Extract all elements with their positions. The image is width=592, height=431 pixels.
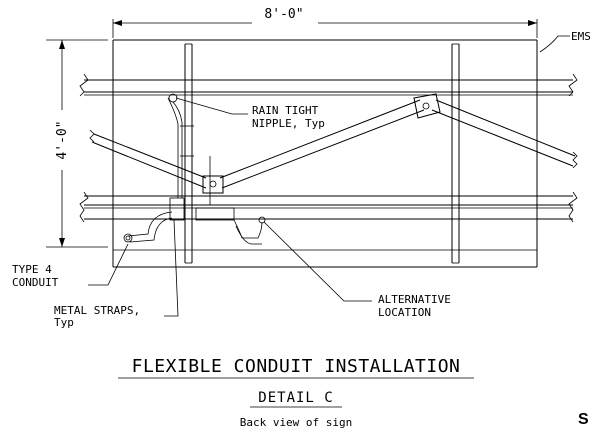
main-title: FLEXIBLE CONDUIT INSTALLATION (132, 356, 461, 377)
metal-straps-label-1: METAL STRAPS, (54, 304, 140, 317)
type4-leader (88, 243, 129, 286)
sheet-mark: S (578, 411, 589, 428)
alternative-label-1: ALTERNATIVE (378, 293, 451, 306)
metal-straps-leader (164, 219, 179, 317)
metal-straps-label-2: Typ (54, 316, 74, 329)
width-dimension (112, 19, 538, 38)
alternative-leader (263, 221, 372, 302)
left-post (184, 43, 193, 264)
subtitle: Back view of sign (240, 416, 353, 429)
type4-label-1: TYPE 4 (12, 263, 52, 276)
height-dimension-label: 4'-0" (55, 120, 70, 159)
conduit-run (123, 93, 266, 245)
rain-tight-leader (175, 97, 248, 115)
lower-rail (79, 191, 578, 223)
upper-rail (79, 73, 578, 97)
width-dimension-label: 8'-0" (264, 7, 303, 22)
ems-leader (539, 35, 570, 53)
bracket-plates (202, 93, 441, 194)
sign-panel (112, 39, 538, 268)
right-post (451, 43, 460, 264)
diagonal-braces (89, 99, 578, 189)
detail-title: DETAIL C (258, 390, 333, 406)
rain-tight-label-2: NIPPLE, Typ (252, 117, 325, 130)
alternative-label-2: LOCATION (378, 306, 431, 319)
rain-tight-label-1: RAIN TIGHT (252, 104, 319, 117)
height-dimension (46, 39, 108, 248)
ems-label: EMS (571, 30, 591, 43)
type4-label-2: CONDUIT (12, 276, 59, 289)
